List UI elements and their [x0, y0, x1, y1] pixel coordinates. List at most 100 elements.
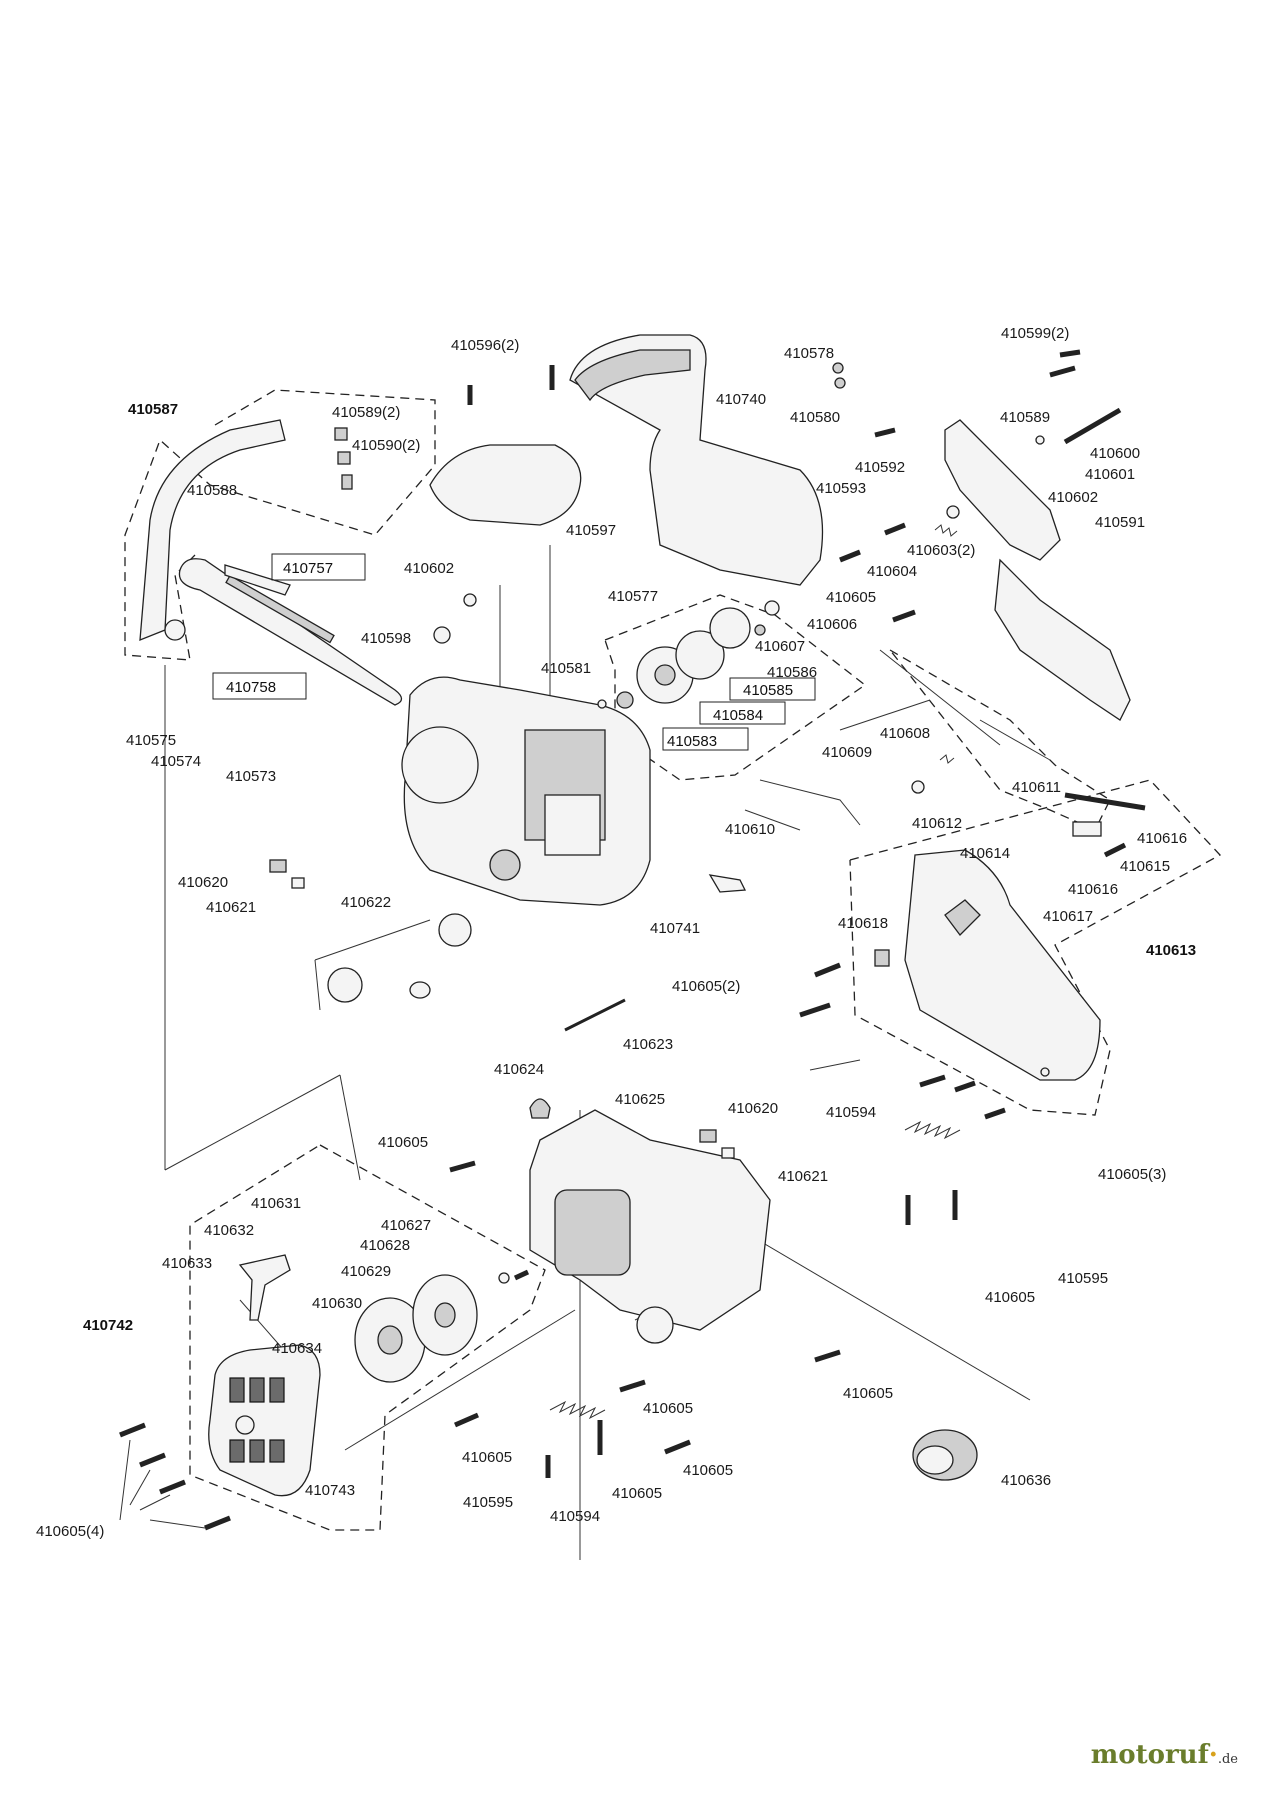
starter-spring-hub [434, 1302, 456, 1328]
nuts-washers [433, 362, 1050, 1284]
crankcase-seal [636, 1306, 674, 1344]
label-410593: 410593 [816, 480, 866, 497]
box-410585 [729, 677, 816, 701]
label-410605a: 410605 [826, 589, 876, 606]
label-410590-2: 410590(2) [352, 437, 420, 454]
label-410758: 410758 [226, 679, 276, 696]
brake-handguard [994, 558, 1131, 721]
label-410608: 410608 [880, 725, 930, 742]
label-410605-4: 410605(4) [36, 1523, 104, 1540]
throttle-link-410741 [708, 874, 747, 893]
label-410636: 410636 [1001, 1472, 1051, 1489]
label-410606: 410606 [807, 616, 857, 633]
label-410591: 410591 [1095, 514, 1145, 531]
label-410589-2: 410589(2) [332, 404, 400, 421]
label-410605g: 410605 [683, 1462, 733, 1479]
crank-end [489, 849, 521, 881]
label-410594a: 410594 [826, 1104, 876, 1121]
label-410595a: 410595 [1058, 1270, 1108, 1287]
screws [119, 349, 1146, 1531]
label-410596-2: 410596(2) [451, 337, 519, 354]
label-410581: 410581 [541, 660, 591, 677]
label-410611: 410611 [1012, 779, 1061, 796]
label-410592: 410592 [855, 459, 905, 476]
wire-410610 [759, 779, 861, 826]
fuel-cap [327, 967, 363, 1003]
label-410604: 410604 [867, 563, 917, 580]
label-410613: 410613 [1146, 942, 1196, 959]
label-410612: 410612 [912, 815, 962, 832]
label-410610: 410610 [725, 821, 775, 838]
label-410605-3: 410605(3) [1098, 1166, 1166, 1183]
clutch-bearing [616, 691, 634, 709]
label-410595b: 410595 [463, 1494, 513, 1511]
label-410597: 410597 [566, 522, 616, 539]
clutch-nut [754, 624, 766, 636]
label-410616b: 410616 [1068, 881, 1118, 898]
clutch-washer [709, 607, 751, 649]
bar-slot [225, 574, 335, 644]
label-410620a: 410620 [178, 874, 228, 891]
handle-clip [341, 474, 353, 490]
label-410602b: 410602 [404, 560, 454, 577]
primer-bulb [529, 1098, 551, 1119]
handle-grip [574, 349, 691, 402]
sprocket-cover [904, 849, 1101, 1081]
label-410575: 410575 [126, 732, 176, 749]
label-410588: 410588 [187, 482, 237, 499]
starter-handle-410633 [238, 1254, 291, 1321]
label-410602a: 410602 [1048, 489, 1098, 506]
label-410616a: 410616 [1137, 830, 1187, 847]
guide-bar [178, 558, 403, 706]
adjust-block-410618 [874, 949, 890, 967]
handle-washer [337, 451, 351, 465]
handle-end-cap [164, 619, 186, 641]
label-410632: 410632 [204, 1222, 254, 1239]
mount-nut-410621 [291, 877, 305, 889]
label-410631: 410631 [251, 1195, 301, 1212]
label-410609: 410609 [822, 744, 872, 761]
label-410605c: 410605 [985, 1289, 1035, 1306]
cylinder-fins [544, 794, 601, 856]
label-410589: 410589 [1000, 409, 1050, 426]
air-filter-face [916, 1445, 954, 1475]
part-labels: 410596(2) 410578 410599(2) 410587 410589… [36, 325, 1196, 1540]
label-410584: 410584 [713, 707, 763, 724]
label-410583: 410583 [667, 733, 717, 750]
handle-nut [334, 427, 348, 441]
brand-name: motoruf [1090, 1740, 1209, 1770]
label-410605b: 410605 [378, 1134, 428, 1151]
brand-suffix: .de [1217, 1752, 1238, 1767]
label-410741: 410741 [650, 920, 700, 937]
label-410605f: 410605 [462, 1449, 512, 1466]
top-cover [429, 444, 582, 526]
label-410742: 410742 [83, 1317, 133, 1334]
label-410605e: 410605 [643, 1400, 693, 1417]
label-410586: 410586 [767, 664, 817, 681]
label-410605h: 410605 [612, 1485, 662, 1502]
starter-vents [229, 1377, 285, 1463]
label-410615: 410615 [1120, 858, 1170, 875]
crankcase-opening [554, 1189, 631, 1276]
label-410599-2: 410599(2) [1001, 325, 1069, 342]
label-410628: 410628 [360, 1237, 410, 1254]
label-410633: 410633 [162, 1255, 212, 1272]
label-410634: 410634 [272, 1340, 322, 1357]
label-410620b: 410620 [728, 1100, 778, 1117]
springs [549, 524, 961, 1420]
label-410623: 410623 [623, 1036, 673, 1053]
label-410605-2: 410605(2) [672, 978, 740, 995]
label-410594b: 410594 [550, 1508, 600, 1525]
mount-block-410620b [699, 1129, 717, 1143]
group-outline-410577 [604, 594, 867, 781]
label-410625: 410625 [615, 1091, 665, 1108]
label-410743: 410743 [305, 1482, 355, 1499]
label-410622: 410622 [341, 894, 391, 911]
label-410601: 410601 [1085, 466, 1135, 483]
label-410598: 410598 [361, 630, 411, 647]
label-410621a: 410621 [206, 899, 256, 916]
engine-flywheel [401, 726, 479, 804]
label-410630: 410630 [312, 1295, 362, 1312]
label-410573: 410573 [226, 768, 276, 785]
clutch-drum-hub [654, 664, 676, 686]
